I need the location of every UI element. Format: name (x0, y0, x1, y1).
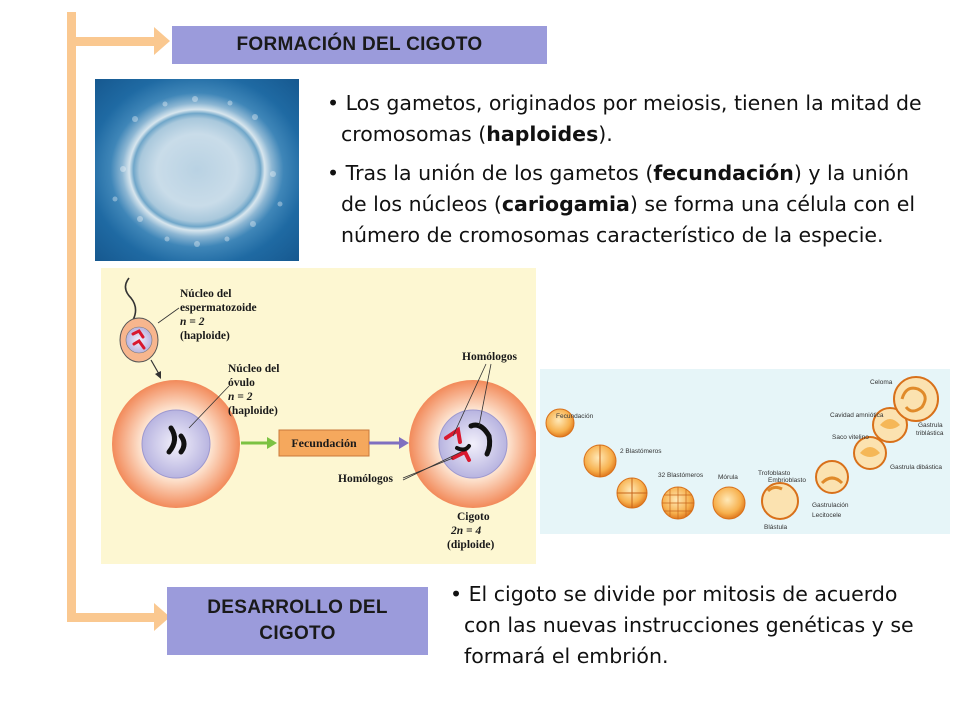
development-svg: Fecundación 2 Blastómeros 32 Blastómeros… (545, 376, 944, 531)
stage-morula (712, 486, 746, 520)
development-title: DESARROLLO DEL CIGOTO (167, 587, 428, 655)
ovule-photo (95, 79, 299, 261)
label-gastrulacion: Gastrulación (812, 502, 849, 509)
sperm-tail (124, 277, 137, 321)
label-lecitocele: Lecitocele (812, 512, 842, 519)
arrow-right-icon (154, 27, 170, 55)
label-gastrula-triblastica-2: triblástica (916, 430, 944, 437)
label-celoma: Celoma (870, 379, 893, 386)
label-2-blastomeros: 2 Blastómeros (620, 448, 662, 455)
formation-title: FORMACIÓN DEL CIGOTO (172, 26, 547, 64)
fecundacion-label: Fecundación (291, 436, 357, 450)
label-gastrula-triblastica-1: Gastrula (918, 422, 943, 429)
formation-bullets: • Los gametos, originados por meiosis, t… (327, 88, 937, 259)
label-blastula: Blástula (764, 524, 788, 531)
development-title-line1: DESARROLLO DEL (207, 597, 388, 618)
connector-line-bottom (67, 613, 155, 622)
label-morula: Mórula (718, 474, 738, 481)
connector-line-vertical (67, 12, 76, 622)
stage-blastula (761, 482, 799, 520)
ovule-texture (112, 96, 283, 247)
development-bullets: • El cigoto se divide por mitosis de acu… (450, 579, 930, 680)
bullet-mitosis: • El cigoto se divide por mitosis de acu… (450, 582, 914, 668)
label-32-blastomeros: 32 Blastómeros (658, 472, 704, 479)
zygote-label: Cigoto 2n = 4 (diploide) (447, 511, 494, 551)
stage-celoma (893, 376, 939, 422)
homologs-top-label: Homólogos (462, 351, 517, 363)
homologs-bottom-label: Homólogos (338, 473, 393, 485)
sperm-label: Núcleo del espermatozoide n = 2 (haploid… (180, 288, 260, 342)
fecundacion-box (278, 429, 370, 457)
fertilization-diagram: Núcleo del espermatozoide n = 2 (haploid… (101, 268, 537, 564)
label-cavidad-amniotica: Cavidad amniótica (830, 412, 884, 419)
zygote-nucleus (438, 409, 508, 479)
stage-fecundacion (545, 408, 575, 438)
development-diagram: Fecundación 2 Blastómeros 32 Blastómeros… (540, 369, 950, 534)
development-title-line2: CIGOTO (259, 623, 336, 644)
bullet-fecundacion: • Tras la unión de los gametos (fecundac… (327, 161, 916, 247)
label-trofoblasto: Trofoblasto (758, 470, 791, 477)
fertilization-svg: Núcleo del espermatozoide n = 2 (haploid… (112, 277, 537, 551)
label-fecundacion: Fecundación (556, 413, 594, 420)
label-embrioblasto: Embrioblasto (768, 477, 806, 484)
bullet-gametos: • Los gametos, originados por meiosis, t… (327, 91, 922, 146)
arrow-right-icon (154, 603, 170, 631)
ovule-label: Núcleo del óvulo n = 2 (haploide) (228, 363, 282, 417)
label-gastrula-dibastica: Gastrula dibástica (890, 464, 942, 471)
label-saco-vitelino: Saco vitelino (832, 434, 869, 441)
connector-line-top (67, 37, 155, 46)
